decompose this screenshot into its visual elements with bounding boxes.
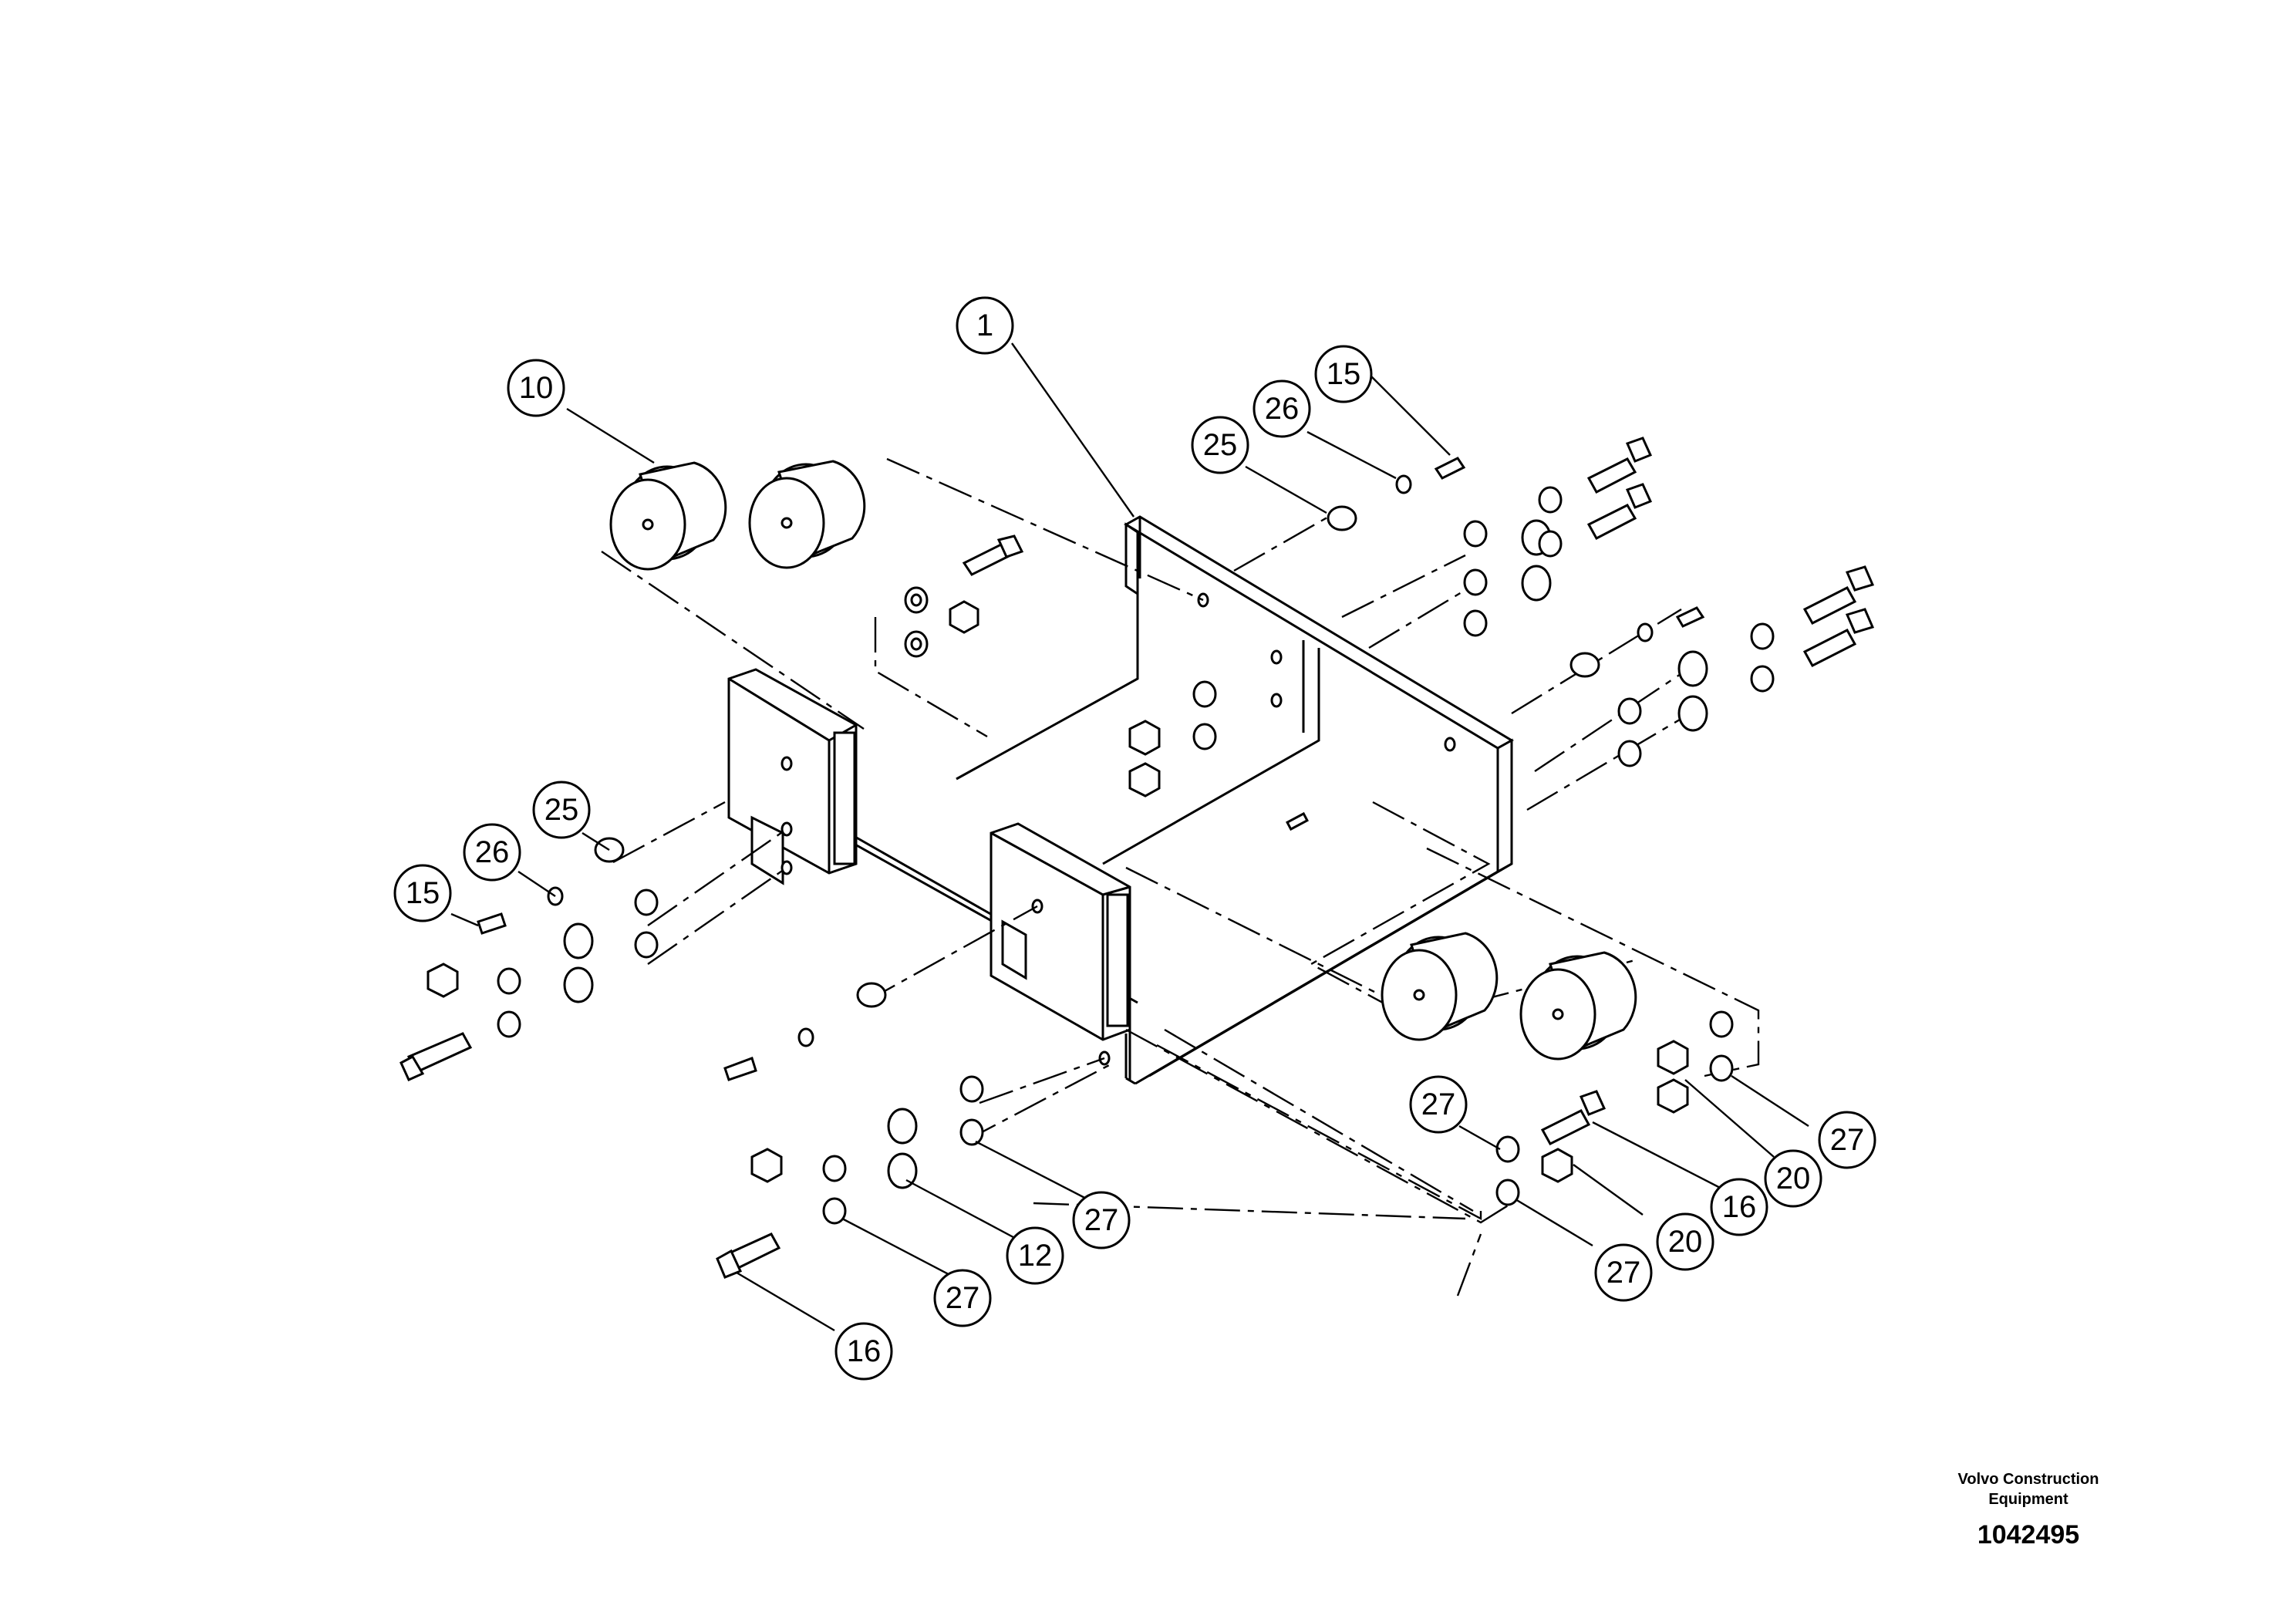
svg-text:27: 27 [1421, 1088, 1456, 1121]
callout-27: 27 [1072, 1191, 1131, 1249]
callout-25: 25 [532, 781, 591, 839]
svg-text:10: 10 [519, 371, 554, 405]
callout-20: 20 [1656, 1212, 1714, 1271]
callout-26: 26 [1253, 379, 1311, 438]
svg-text:26: 26 [475, 835, 510, 869]
callout-26: 26 [463, 823, 521, 882]
callout-16: 16 [834, 1322, 893, 1381]
svg-text:27: 27 [1084, 1203, 1119, 1237]
svg-text:26: 26 [1265, 392, 1300, 426]
svg-text:27: 27 [1607, 1256, 1641, 1290]
callouts: 1 10 15 26 25 25 26 15 [393, 296, 1876, 1381]
svg-text:25: 25 [1203, 428, 1238, 462]
rubber-mount-group [609, 460, 1637, 1061]
callout-25: 25 [1191, 416, 1249, 474]
company-name-line2: Equipment [1988, 1491, 2068, 1508]
rubber-mount [748, 460, 866, 569]
callout-27: 27 [1818, 1111, 1876, 1169]
leader-lines [450, 342, 1809, 1332]
svg-text:15: 15 [1327, 357, 1361, 391]
callout-15: 15 [1314, 345, 1373, 403]
svg-text:27: 27 [946, 1281, 980, 1315]
callout-27: 27 [1594, 1243, 1653, 1302]
svg-text:27: 27 [1830, 1123, 1865, 1157]
callout-27: 27 [1409, 1075, 1468, 1134]
rubber-mount [1519, 951, 1637, 1061]
svg-text:15: 15 [406, 876, 440, 910]
svg-text:1: 1 [976, 309, 993, 342]
svg-text:20: 20 [1668, 1225, 1703, 1259]
svg-text:16: 16 [1722, 1190, 1757, 1224]
rubber-mount [609, 461, 727, 571]
callout-20: 20 [1764, 1149, 1822, 1208]
svg-text:25: 25 [544, 793, 579, 827]
rubber-mount [1381, 932, 1499, 1041]
fasteners [400, 437, 1875, 1279]
callout-15: 15 [393, 864, 452, 922]
company-name-line1: Volvo Construction [1957, 1471, 2099, 1488]
document-number: 1042495 [1977, 1520, 2080, 1549]
svg-text:16: 16 [847, 1334, 882, 1368]
svg-text:12: 12 [1018, 1239, 1053, 1273]
bracket-frame [727, 515, 1514, 1085]
callout-16: 16 [1710, 1178, 1768, 1236]
svg-text:20: 20 [1776, 1162, 1811, 1195]
callout-10: 10 [507, 359, 565, 417]
callout-27: 27 [933, 1269, 992, 1327]
callout-1: 1 [956, 296, 1014, 355]
callout-12: 12 [1006, 1226, 1064, 1285]
footer-block: Volvo Construction Equipment 1042495 [1913, 1469, 2144, 1550]
